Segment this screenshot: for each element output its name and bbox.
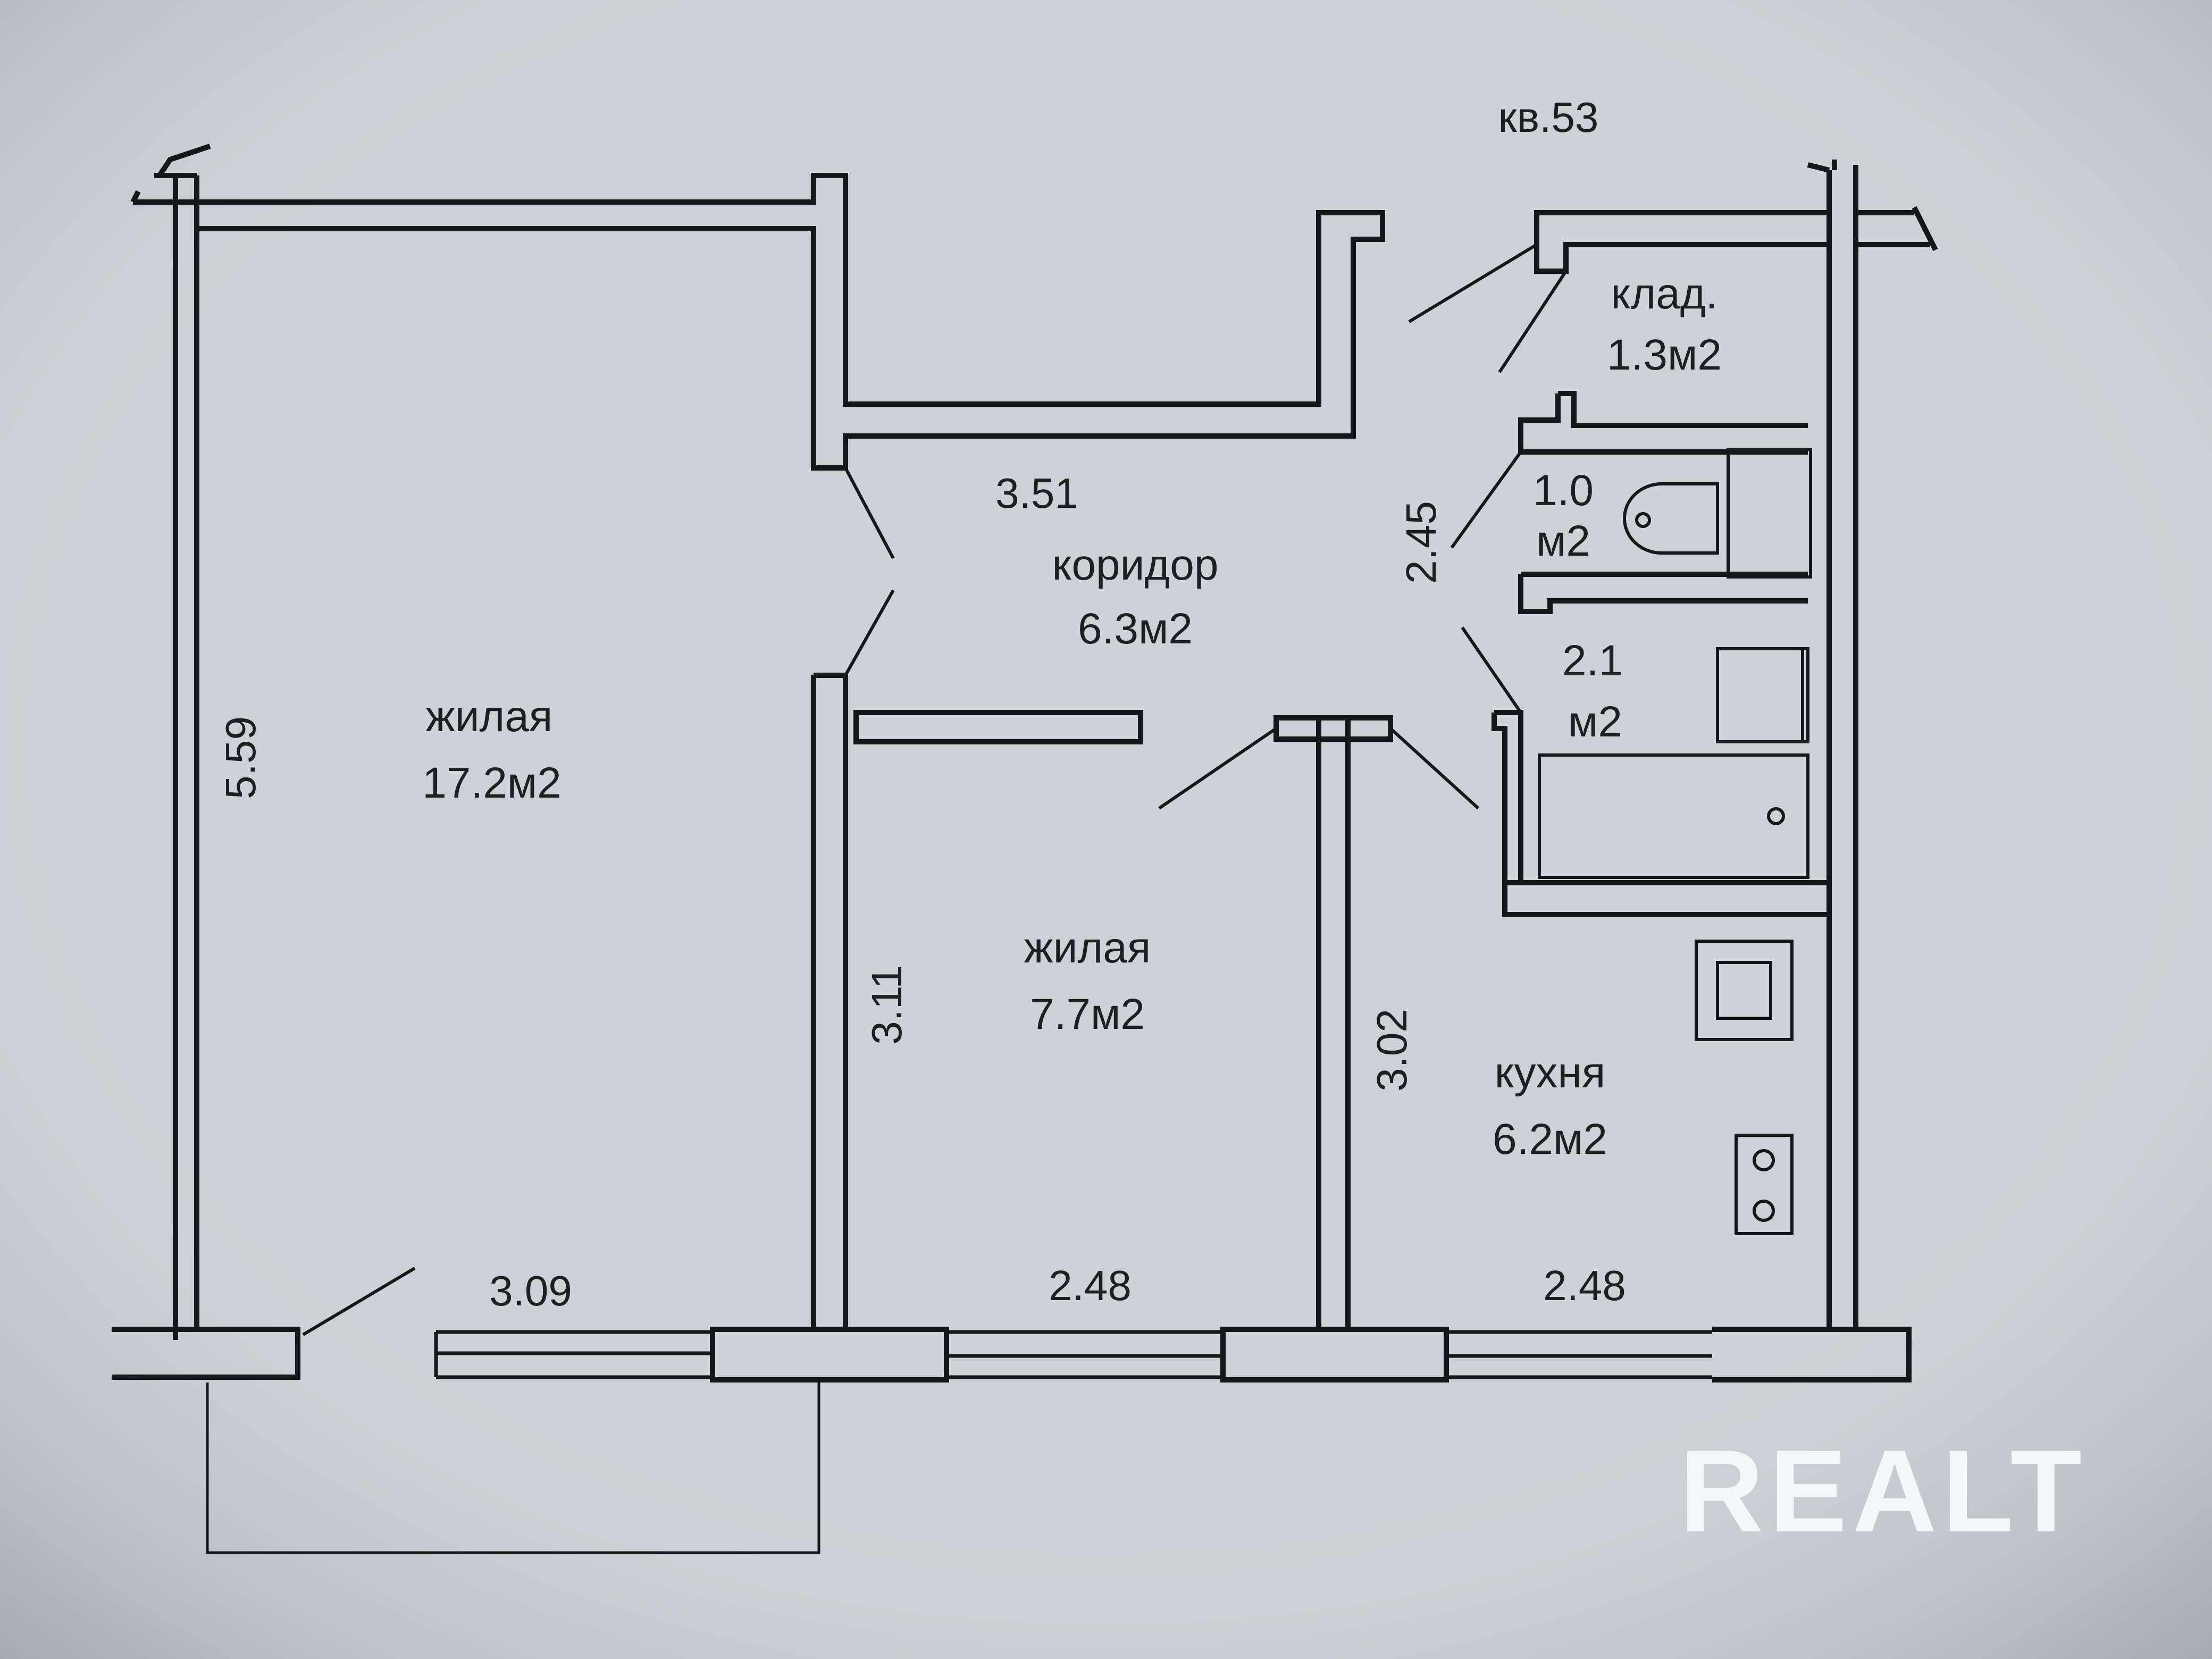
storage-name: клад. bbox=[1611, 270, 1718, 318]
bathroom-area-unit: м2 bbox=[1568, 698, 1622, 746]
dim-corridor-width: 3.51 bbox=[995, 470, 1078, 517]
walls bbox=[112, 144, 1938, 1554]
dim-corridor-height: 2.45 bbox=[1397, 501, 1445, 584]
toilet-bowl-icon bbox=[1623, 482, 1719, 555]
toilet-door bbox=[1450, 451, 1522, 549]
kitchen-sink-icon bbox=[1695, 940, 1794, 1041]
toilet-tank bbox=[1727, 448, 1812, 579]
fixtures bbox=[1538, 448, 1812, 1235]
storage-door bbox=[1408, 243, 1568, 373]
dim-living-large-height: 5.59 bbox=[217, 716, 264, 799]
stove-icon bbox=[1735, 1134, 1794, 1235]
dim-kitchen-height: 3.02 bbox=[1368, 1009, 1415, 1092]
washbasin-icon bbox=[1716, 647, 1809, 743]
kitchen-name: кухня bbox=[1495, 1049, 1605, 1097]
bathroom-area-value: 2.1 bbox=[1562, 636, 1623, 685]
small-room-door bbox=[1158, 727, 1277, 810]
bathtub-icon bbox=[1538, 753, 1809, 879]
large-room-door bbox=[844, 467, 895, 676]
kitchen-area: 6.2м2 bbox=[1493, 1115, 1607, 1163]
doors bbox=[302, 243, 1568, 1336]
bath-door bbox=[1461, 626, 1522, 714]
toilet-area-unit: м2 bbox=[1536, 517, 1590, 565]
dim-kitchen-width: 2.48 bbox=[1543, 1262, 1626, 1309]
living-large-name: жилая bbox=[426, 692, 553, 741]
corridor-area: 6.3м2 bbox=[1078, 605, 1193, 653]
dim-living-small-height: 3.11 bbox=[863, 965, 910, 1045]
corridor-name: коридор bbox=[1052, 541, 1219, 589]
toilet-area-value: 1.0 bbox=[1533, 466, 1594, 515]
living-small-area: 7.7м2 bbox=[1030, 990, 1145, 1038]
realt-watermark: REALT bbox=[1679, 1426, 2087, 1556]
apartment-label: кв.53 bbox=[1498, 94, 1599, 141]
balcony-door bbox=[302, 1267, 416, 1336]
labels: кв.53 жилая 17.2м2 коридор 6.3м2 жилая 7… bbox=[217, 94, 1722, 1314]
dim-living-large-width: 3.09 bbox=[489, 1267, 572, 1314]
kitchen-door bbox=[1389, 727, 1480, 810]
living-small-name: жилая bbox=[1024, 924, 1151, 972]
living-large-area: 17.2м2 bbox=[422, 759, 562, 807]
storage-area: 1.3м2 bbox=[1607, 331, 1722, 379]
dim-living-small-width: 2.48 bbox=[1049, 1262, 1132, 1309]
